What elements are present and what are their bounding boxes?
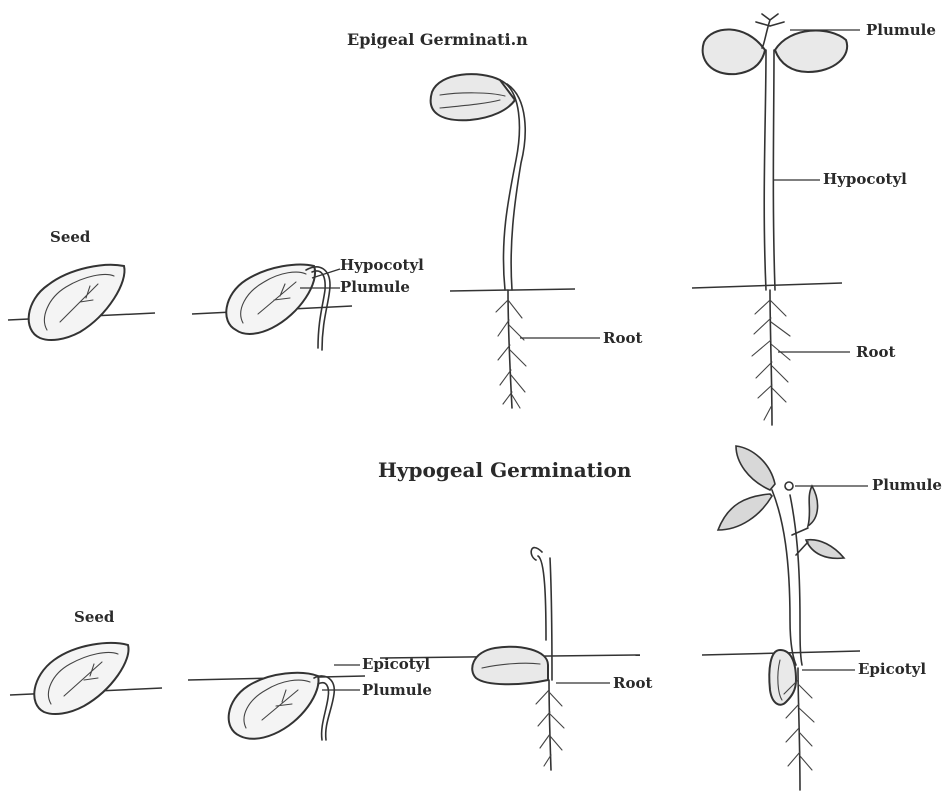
hypogeal-stage4-drawing — [702, 446, 868, 790]
epigeal-seed-drawing — [8, 265, 155, 340]
hypogeal-seed-label: Seed — [74, 610, 114, 625]
hypogeal-stage3-root-label: Root — [613, 676, 652, 691]
hypogeal-stage2-drawing — [188, 665, 365, 740]
epigeal-stage4-hypocotyl-label: Hypocotyl — [823, 172, 907, 187]
epigeal-stage2-hypocotyl-label: Hypocotyl — [340, 258, 424, 273]
epigeal-stage4-drawing — [692, 14, 860, 425]
hypogeal-stage2-plumule-label: Plumule — [362, 683, 432, 698]
hypogeal-title: Hypogeal Germination — [378, 460, 631, 480]
soil-line — [692, 283, 842, 288]
epigeal-seed-label: Seed — [50, 230, 90, 245]
epigeal-stage2-drawing — [192, 265, 352, 350]
epigeal-stage4-plumule-label: Plumule — [866, 23, 936, 38]
hypogeal-stage4-epicotyl-label: Epicotyl — [858, 662, 926, 677]
epigeal-stage2-plumule-label: Plumule — [340, 280, 410, 295]
epigeal-title: Epigeal Germinati.n — [347, 32, 528, 48]
hypogeal-stage2-epicotyl-label: Epicotyl — [362, 657, 430, 672]
epigeal-stage3-root-label: Root — [603, 331, 642, 346]
hypogeal-stage4-plumule-label: Plumule — [872, 478, 942, 493]
epigeal-stage4-root-label: Root — [856, 345, 895, 360]
epigeal-stage3-drawing — [431, 74, 600, 408]
hypogeal-seed-drawing — [10, 643, 162, 714]
